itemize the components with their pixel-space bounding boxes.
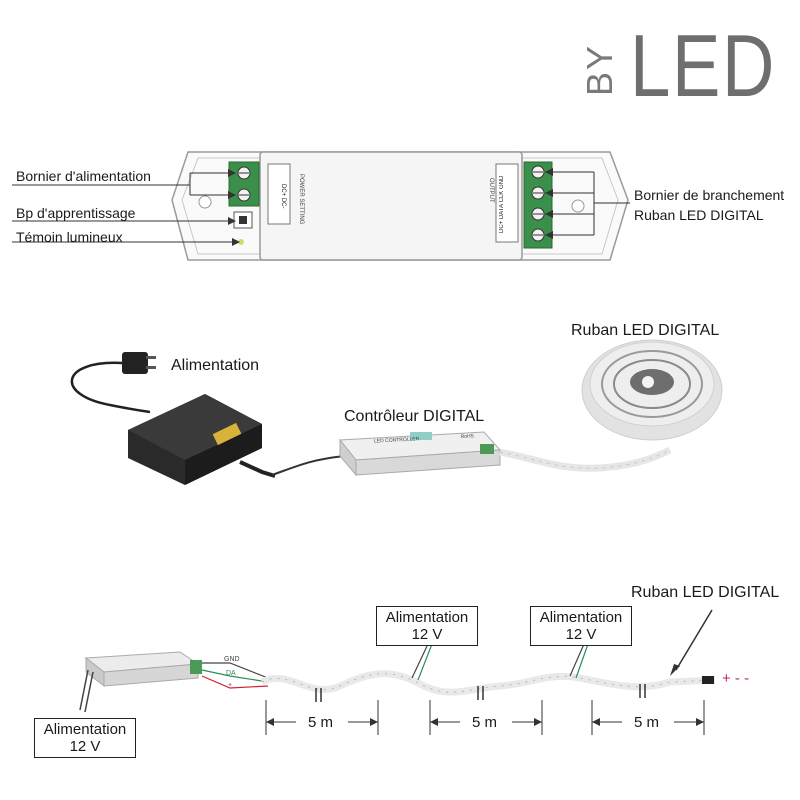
label-power-supply: Alimentation <box>171 357 260 374</box>
dc-plus-text: DC+ <box>280 183 286 196</box>
dc-plus-out-text: DC+ <box>499 220 505 233</box>
power-text: POWER <box>298 173 304 197</box>
power-supply-brick <box>128 394 276 485</box>
power-plug-icon <box>122 352 156 374</box>
left-terminal-text: DC+ DC- <box>272 168 286 224</box>
label-digital-strip-top: Ruban LED DIGITAL <box>634 207 764 223</box>
label-power-terminal: Bornier d'alimentation <box>16 168 151 184</box>
right-terminal-text: DC+ DATA CLK GND <box>499 166 515 242</box>
supply-box-3-line1: Alimentation <box>43 721 127 738</box>
supply-box-3-line2: 12 V <box>69 738 101 755</box>
setting-text: SETTING <box>298 198 304 225</box>
label-digital-strip-middle: Ruban LED DIGITAL <box>571 322 720 339</box>
supply-box-2: Alimentation 12 V <box>530 606 632 646</box>
distance-3: 5 m <box>634 714 660 731</box>
wiring-illustration <box>0 300 800 500</box>
logo-by-text: BY <box>579 44 620 96</box>
installation-diagram <box>0 560 800 780</box>
bottom-controller <box>84 651 202 688</box>
supply-box-3: Alimentation 12 V <box>34 718 136 758</box>
supply-box-1: Alimentation 12 V <box>376 606 478 646</box>
label-learning-button: Bp d'apprentissage <box>16 205 136 221</box>
clk-text: CLK <box>499 190 505 203</box>
dc-minus-text: DC- <box>280 197 286 209</box>
controller-drawing <box>0 140 800 270</box>
supply-box-1-line2: 12 V <box>411 626 443 643</box>
supply-box-1-line1: Alimentation <box>385 609 469 626</box>
gnd-text: GND <box>499 175 505 189</box>
wire-label-da: DA <box>226 670 236 677</box>
data-text: DATA <box>499 203 505 219</box>
logo-led-text: LED <box>630 18 776 102</box>
supply-box-2-line2: 12 V <box>565 626 597 643</box>
label-connection-terminal: Bornier de branchement <box>634 187 785 203</box>
distance-2: 5 m <box>472 714 498 731</box>
output-text: OUTPUT <box>488 178 494 203</box>
logo: BY LED <box>578 16 778 115</box>
distance-1: 5 m <box>308 714 334 731</box>
label-indicator-led: Témoin lumineux <box>16 229 123 245</box>
supply-box-2-line1: Alimentation <box>539 609 623 626</box>
strip-end-mark: + - - <box>722 670 750 687</box>
label-digital-controller: Contrôleur DIGITAL <box>344 408 485 425</box>
wire-label-plus: + <box>228 682 233 689</box>
left-block-text: POWER SETTING <box>290 168 304 230</box>
rohs-text: RoHS <box>460 433 475 441</box>
digital-controller <box>339 431 502 477</box>
label-digital-strip-bottom: Ruban LED DIGITAL <box>631 584 780 601</box>
wire-label-gnd: GND <box>224 656 240 663</box>
led-strip-reel <box>581 339 723 441</box>
